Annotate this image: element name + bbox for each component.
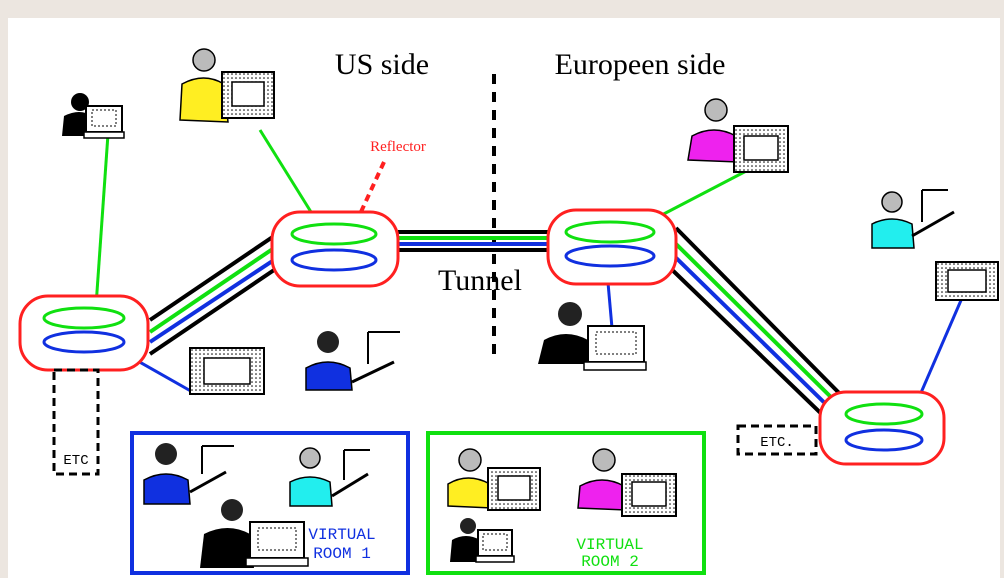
- tunnel-link-center: [398, 230, 550, 252]
- virtual-room-1-line1: VIRTUAL: [308, 526, 375, 544]
- reflector-label: Reflector: [370, 139, 426, 155]
- person-at-computer-icon: [62, 93, 125, 139]
- router-left: [18, 294, 150, 372]
- european-side-label: Europeen side: [555, 48, 726, 81]
- etc-label-left: ETC: [63, 453, 88, 469]
- tunnel-link-left: [148, 230, 282, 356]
- router-right: [818, 390, 946, 466]
- tunnel-link-right: [662, 226, 848, 426]
- link-user-eu-top: [655, 166, 753, 220]
- etc-box-left: [52, 368, 100, 476]
- etc-label-right: ETC.: [760, 435, 794, 451]
- tunnel-label: Tunnel: [438, 264, 522, 297]
- presenter-icon: [305, 331, 400, 391]
- person-at-computer-icon: [687, 98, 789, 173]
- person-at-computer-icon: [447, 448, 541, 511]
- us-side-label: US side: [335, 48, 429, 81]
- person-at-computer-icon: [179, 48, 275, 123]
- person-at-computer-icon: [200, 499, 309, 568]
- presenter-icon: [289, 447, 370, 507]
- router-eu: [546, 208, 678, 286]
- etc-box-right: [736, 424, 818, 456]
- virtual-room-2-line2: ROOM 2: [581, 553, 639, 571]
- virtual-room-1-line2: ROOM 1: [313, 545, 371, 563]
- reflector-pointer: [358, 161, 386, 215]
- person-at-computer-icon: [538, 302, 647, 371]
- router-us: [270, 210, 400, 288]
- presenter-icon: [871, 189, 955, 249]
- workstation-icon: [935, 261, 999, 301]
- virtual-room-2-line1: VIRTUAL: [576, 536, 643, 554]
- link-user-us-top: [258, 129, 318, 221]
- workstation-icon: [189, 347, 265, 395]
- presenter-icon: [143, 443, 234, 505]
- person-at-computer-icon: [577, 448, 677, 517]
- link-user-left-top: [94, 133, 110, 307]
- person-at-computer-icon: [450, 518, 515, 563]
